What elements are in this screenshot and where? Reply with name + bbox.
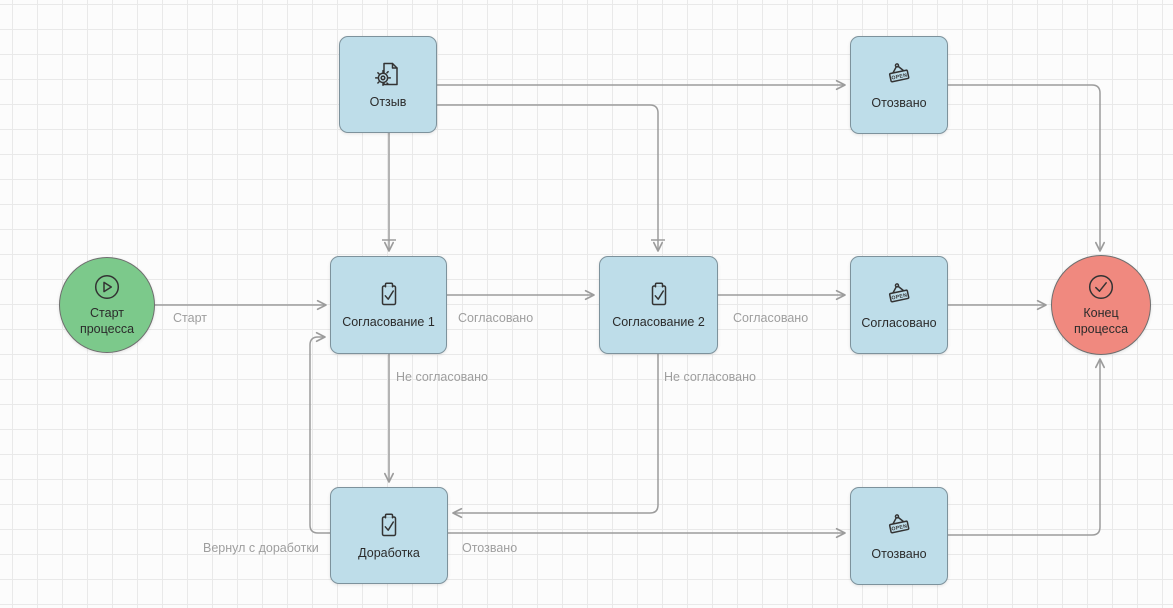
node-label: Согласование 2: [612, 315, 705, 330]
node-dorabotka[interactable]: Доработка: [330, 487, 448, 584]
node-otozvano-top[interactable]: OPEN Отозвано: [850, 36, 948, 134]
open-sign-text: OPEN: [891, 524, 908, 533]
node-label: Отозвано: [871, 547, 927, 562]
edge-soglasovanie2-to-dorabotka[interactable]: [452, 354, 659, 519]
edge-otozvano-top-to-end[interactable]: [948, 84, 1106, 252]
node-label: Отзыв: [369, 94, 407, 109]
play-icon: [92, 272, 122, 302]
edge-label-vernul-s-dorabotki: Вернул с доработки: [203, 541, 319, 555]
clipboard-check-icon: [373, 279, 405, 311]
node-label: Доработка: [358, 545, 420, 560]
open-sign-text: OPEN: [891, 73, 908, 82]
clipboard-check-icon: [373, 510, 405, 542]
document-gear-icon: [372, 59, 404, 91]
node-label: Согласовано: [861, 316, 937, 331]
edge-label-soglasovano-2: Согласовано: [733, 311, 809, 325]
node-label: Отозвано: [871, 96, 927, 111]
node-label: Конец процесса: [1073, 306, 1129, 336]
edge-label-ne-soglasovano-2: Не согласовано: [664, 370, 756, 384]
node-end-event[interactable]: Конец процесса: [1051, 255, 1151, 355]
edge-otzyv-to-soglasovanie2[interactable]: [437, 104, 664, 252]
node-otozvano-bottom[interactable]: OPEN Отозвано: [850, 487, 948, 585]
edge-otozvano-bottom-to-end[interactable]: [948, 358, 1106, 536]
node-soglasovanie-1[interactable]: Согласование 1: [330, 256, 447, 354]
edge-label-soglasovano-1: Согласовано: [458, 311, 534, 325]
clipboard-check-icon: [643, 279, 675, 311]
edge-label-otozvano: Отозвано: [462, 541, 518, 555]
node-soglasovanie-2[interactable]: Согласование 2: [599, 256, 718, 354]
edge-dorabotka-to-soglasovanie1[interactable]: [309, 331, 330, 534]
open-sign-icon: OPEN: [882, 509, 916, 543]
node-start-event[interactable]: Старт процесса: [59, 257, 155, 353]
node-label: Согласование 1: [342, 315, 435, 330]
edge-label-ne-soglasovano-1: Не согласовано: [396, 370, 488, 384]
open-sign-icon: OPEN: [882, 278, 916, 312]
node-label: Старт процесса: [79, 306, 135, 336]
open-sign-icon: OPEN: [882, 58, 916, 92]
node-otzyv[interactable]: Отзыв: [339, 36, 437, 133]
open-sign-text: OPEN: [891, 293, 908, 302]
edge-label-start: Старт: [173, 311, 207, 325]
node-soglasovano[interactable]: OPEN Согласовано: [850, 256, 948, 354]
check-circle-icon: [1086, 272, 1116, 302]
